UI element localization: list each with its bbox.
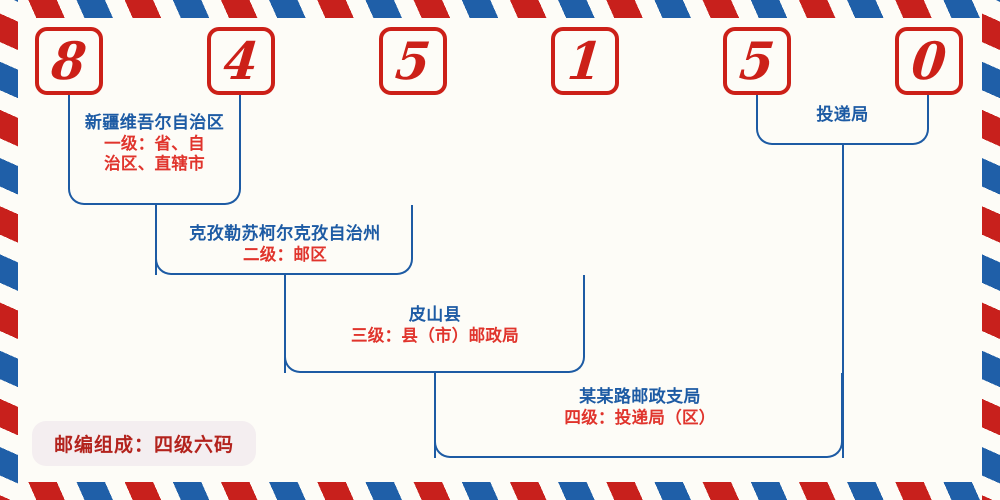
composition-badge: 邮编组成：四级六码 bbox=[32, 421, 257, 466]
bracket-level-4 bbox=[434, 373, 843, 458]
bracket-delivery-office bbox=[756, 95, 929, 145]
postcode-digit-6: 0 bbox=[908, 30, 950, 92]
postcode-digit-box-1[interactable]: 8 bbox=[35, 27, 103, 95]
postcode-digit-3: 5 bbox=[392, 30, 434, 92]
label-level-2-title: 克孜勒苏柯尔克孜自治州 bbox=[189, 224, 381, 244]
label-level-4-title: 某某路邮政支局 bbox=[579, 387, 701, 407]
label-level-1-subtitle-line-2: 治区、直辖市 bbox=[104, 154, 205, 174]
postcode-digit-box-4[interactable]: 1 bbox=[551, 27, 619, 95]
postcode-digit-box-3[interactable]: 5 bbox=[379, 27, 447, 95]
label-level-2: 克孜勒苏柯尔克孜自治州 二级：邮区 bbox=[160, 224, 410, 265]
postcode-digit-box-5[interactable]: 5 bbox=[723, 27, 791, 95]
bracket-level-1 bbox=[68, 95, 241, 205]
label-level-3-subtitle: 三级：县（市）邮政局 bbox=[351, 325, 519, 345]
bracket-level-3 bbox=[284, 275, 585, 373]
postcode-digit-2: 4 bbox=[220, 30, 262, 92]
label-level-3-title: 皮山县 bbox=[408, 305, 462, 325]
label-level-3: 皮山县 三级：县（市）邮政局 bbox=[290, 305, 580, 346]
postcode-digit-5: 5 bbox=[736, 30, 778, 92]
postcode-digit-1: 8 bbox=[48, 30, 90, 92]
airmail-border-right bbox=[982, 0, 1000, 500]
bracket-level-2 bbox=[155, 205, 413, 275]
stem-delivery-office bbox=[842, 145, 844, 458]
label-delivery-office: 投递局 bbox=[760, 105, 925, 126]
postcode-digit-box-6[interactable]: 0 bbox=[895, 27, 963, 95]
airmail-border-top bbox=[0, 0, 1000, 18]
label-level-4-subtitle: 四级：投递局（区） bbox=[564, 407, 716, 427]
label-level-1-title: 新疆维吾尔自治区 bbox=[84, 113, 225, 133]
postcode-digit-box-2[interactable]: 4 bbox=[207, 27, 275, 95]
airmail-border-bottom bbox=[0, 482, 1000, 500]
label-level-1: 新疆维吾尔自治区 一级：省、自 治区、直辖市 bbox=[57, 113, 252, 175]
airmail-border-left bbox=[0, 0, 18, 500]
label-level-2-subtitle: 二级：邮区 bbox=[243, 244, 327, 264]
label-delivery-office-title: 投递局 bbox=[816, 105, 869, 125]
postcode-digit-4: 1 bbox=[564, 30, 606, 92]
label-level-1-subtitle-line-1: 一级：省、自 bbox=[104, 133, 205, 153]
label-level-4: 某某路邮政支局 四级：投递局（区） bbox=[500, 387, 780, 428]
